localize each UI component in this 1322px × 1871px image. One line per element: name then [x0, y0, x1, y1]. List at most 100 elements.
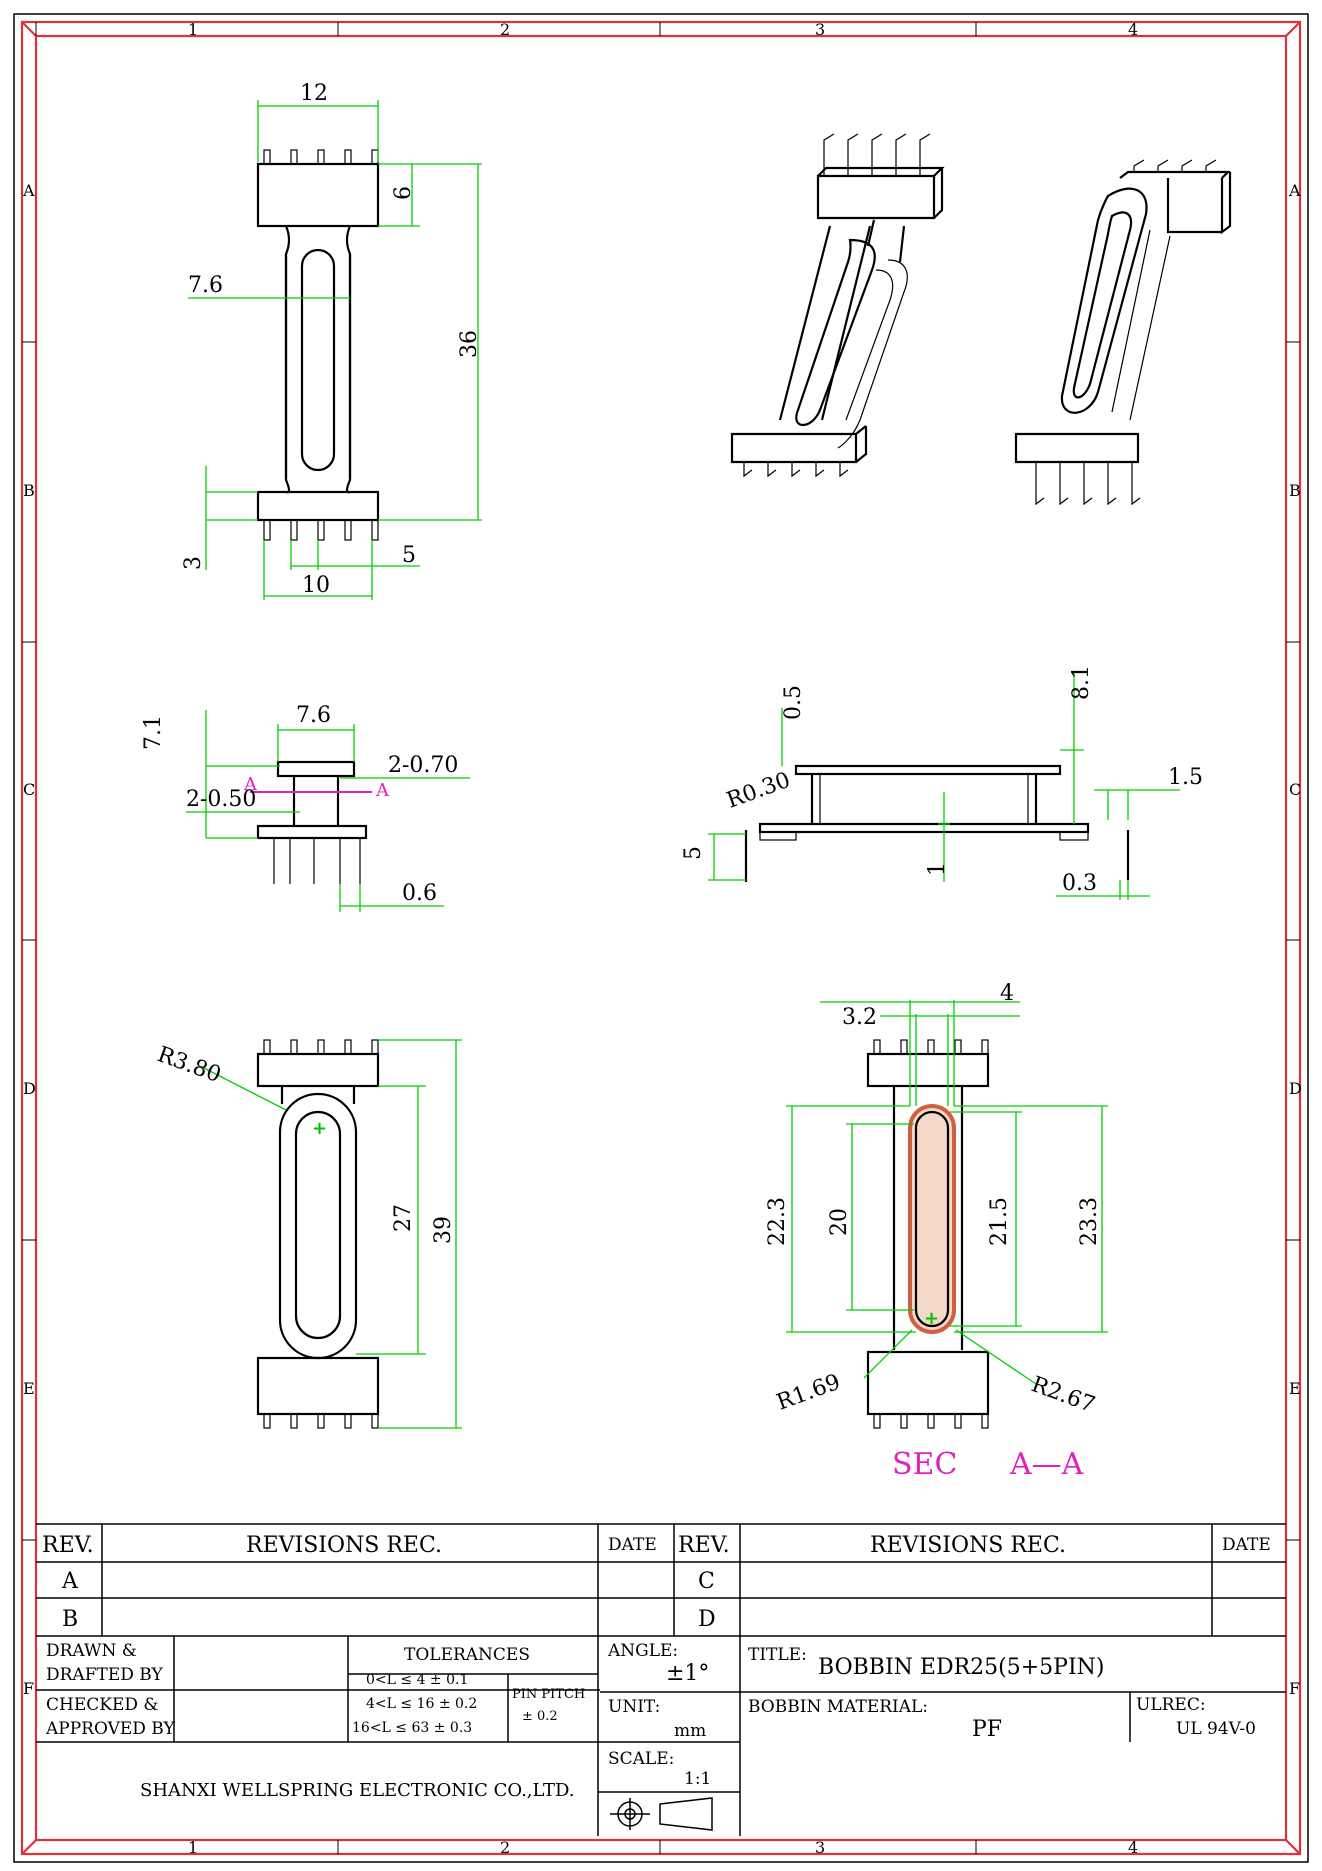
section-a-right: A — [375, 780, 390, 801]
scale-label: SCALE: — [608, 1749, 674, 1769]
dim-39: 39 — [431, 1216, 456, 1244]
pin-pitch-label: PIN PITCH — [512, 1687, 585, 1702]
zone-row-b: B — [23, 481, 35, 500]
material-label: BOBBIN MATERIAL: — [748, 1697, 928, 1717]
title-label: TITLE: — [748, 1645, 807, 1665]
dim-3: 3 — [181, 556, 206, 570]
dim-r3-80: R3.80 — [154, 1042, 224, 1088]
dim-r0-30: R0.30 — [724, 768, 794, 814]
dim-12: 12 — [300, 81, 328, 106]
dim-20: 20 — [827, 1208, 852, 1236]
dim-22-3: 22.3 — [765, 1197, 790, 1246]
dim-8-1: 8.1 — [1069, 665, 1094, 700]
section-label-sec: SEC — [892, 1447, 957, 1482]
zone-row-c-right: C — [1289, 780, 1301, 799]
dim-36: 36 — [457, 330, 482, 358]
date-header-right: DATE — [1222, 1535, 1271, 1555]
zone-col-2-bottom: 2 — [500, 1838, 510, 1857]
dim-7-6-side: 7.6 — [296, 703, 331, 728]
dim-0-3: 0.3 — [1062, 871, 1097, 896]
front-view: 0.5 R0.30 8.1 1.5 5 1 0.3 — [681, 665, 1203, 900]
zone-col-4: 4 — [1128, 20, 1138, 39]
company-name: SHANXI WELLSPRING ELECTRONIC CO.,LTD. — [140, 1780, 575, 1801]
section-view: + 3.2 4 22.3 20 21.5 23.3 R1.69 R2.67 SE… — [765, 981, 1108, 1482]
zone-col-3-bottom: 3 — [815, 1838, 825, 1857]
scale-value: 1:1 — [684, 1769, 711, 1789]
dim-6: 6 — [391, 186, 416, 200]
unit-label: UNIT: — [608, 1697, 660, 1717]
rev-d: D — [698, 1607, 716, 1632]
unit-value: mm — [674, 1721, 706, 1741]
svg-text:+: + — [312, 1118, 327, 1139]
zone-row-f-right: F — [1289, 1679, 1300, 1698]
dim-5-front: 5 — [681, 846, 706, 860]
title-block — [36, 1523, 1286, 1836]
checked-label: CHECKED & — [46, 1695, 159, 1715]
zone-col-1-bottom: 1 — [188, 1838, 198, 1857]
iso-view-right — [1014, 159, 1232, 506]
zone-row-e: E — [23, 1379, 35, 1398]
dim-0-5: 0.5 — [781, 685, 806, 720]
bottom-flange — [256, 490, 380, 522]
top-flange — [256, 162, 380, 228]
dim-r2-67: R2.67 — [1028, 1372, 1098, 1418]
dim-4: 4 — [1000, 981, 1014, 1006]
dim-7-6: 7.6 — [188, 273, 223, 298]
dim-7-1: 7.1 — [141, 715, 166, 750]
outer-border — [13, 13, 1309, 1863]
title-block-text: REV. REVISIONS REC. DATE REV. REVISIONS … — [42, 1533, 1271, 1801]
dim-0-6: 0.6 — [402, 881, 437, 906]
material-value: PF — [972, 1717, 1002, 1742]
frame — [20, 20, 1302, 1856]
dim-23-3: 23.3 — [1077, 1197, 1102, 1246]
zone-col-3: 3 — [815, 20, 825, 39]
tolerance-2: 4<L ≤ 16 ± 0.2 — [366, 1696, 477, 1712]
zone-row-d: D — [23, 1079, 36, 1098]
dim-r1-69: R1.69 — [774, 1370, 844, 1416]
drawn-label: DRAWN & — [46, 1641, 137, 1661]
bottom-view: + R3.80 27 39 — [154, 1039, 462, 1429]
top-view: 12 6 7.6 36 3 5 10 — [181, 81, 482, 600]
section-label-aa: A—A — [1009, 1447, 1084, 1482]
side-view: 7.1 7.6 2-0.70 2-0.50 A A 0.6 — [141, 703, 470, 912]
zone-col-4-bottom: 4 — [1128, 1838, 1138, 1857]
dim-1-5: 1.5 — [1168, 765, 1203, 790]
approved-label: APPROVED BY — [45, 1719, 176, 1739]
title-value: BOBBIN EDR25(5+5PIN) — [818, 1655, 1104, 1680]
tolerances-label: TOLERANCES — [404, 1645, 530, 1665]
zone-col-1: 1 — [188, 20, 198, 39]
zone-row-f: F — [23, 1679, 34, 1698]
rev-header-left: REV. — [42, 1533, 94, 1558]
section-a-left: A — [243, 774, 258, 795]
zone-row-a-right: A — [1288, 181, 1301, 200]
zone-row-c: C — [23, 780, 35, 799]
dim-10: 10 — [302, 573, 330, 598]
dim-1: 1 — [925, 862, 950, 876]
dim-21-5: 21.5 — [987, 1197, 1012, 1246]
rev-a: A — [61, 1569, 79, 1594]
pin-pitch-tolerance: ± 0.2 — [522, 1709, 558, 1724]
dim-3-2: 3.2 — [842, 1005, 877, 1030]
dim-27: 27 — [391, 1204, 416, 1232]
revisions-header-left: REVISIONS REC. — [246, 1533, 442, 1558]
tolerance-3: 16<L ≤ 63 ± 0.3 — [352, 1720, 472, 1736]
tolerance-1: 0<L ≤ 4 ± 0.1 — [366, 1672, 468, 1688]
iso-view-left — [730, 133, 945, 478]
svg-text:+: + — [924, 1308, 939, 1329]
revisions-header-right: REVISIONS REC. — [870, 1533, 1066, 1558]
top-window — [300, 248, 336, 472]
zone-row-b-right: B — [1289, 481, 1301, 500]
ulrec-value: UL 94V-0 — [1176, 1719, 1256, 1739]
dim-5: 5 — [402, 543, 416, 568]
angle-value: ±1° — [666, 1661, 709, 1686]
zone-labels: 1 2 3 4 1 2 3 4 A B C D E F A B C D E F — [22, 20, 1302, 1857]
zone-row-d-right: D — [1289, 1079, 1302, 1098]
zone-col-2: 2 — [500, 20, 510, 39]
drafted-label: DRAFTED BY — [46, 1665, 163, 1685]
dim-2-0-70: 2-0.70 — [388, 753, 458, 778]
date-header-left: DATE — [608, 1535, 657, 1555]
rev-header-right: REV. — [678, 1533, 730, 1558]
rev-c: C — [698, 1569, 715, 1594]
zone-row-a: A — [22, 181, 35, 200]
